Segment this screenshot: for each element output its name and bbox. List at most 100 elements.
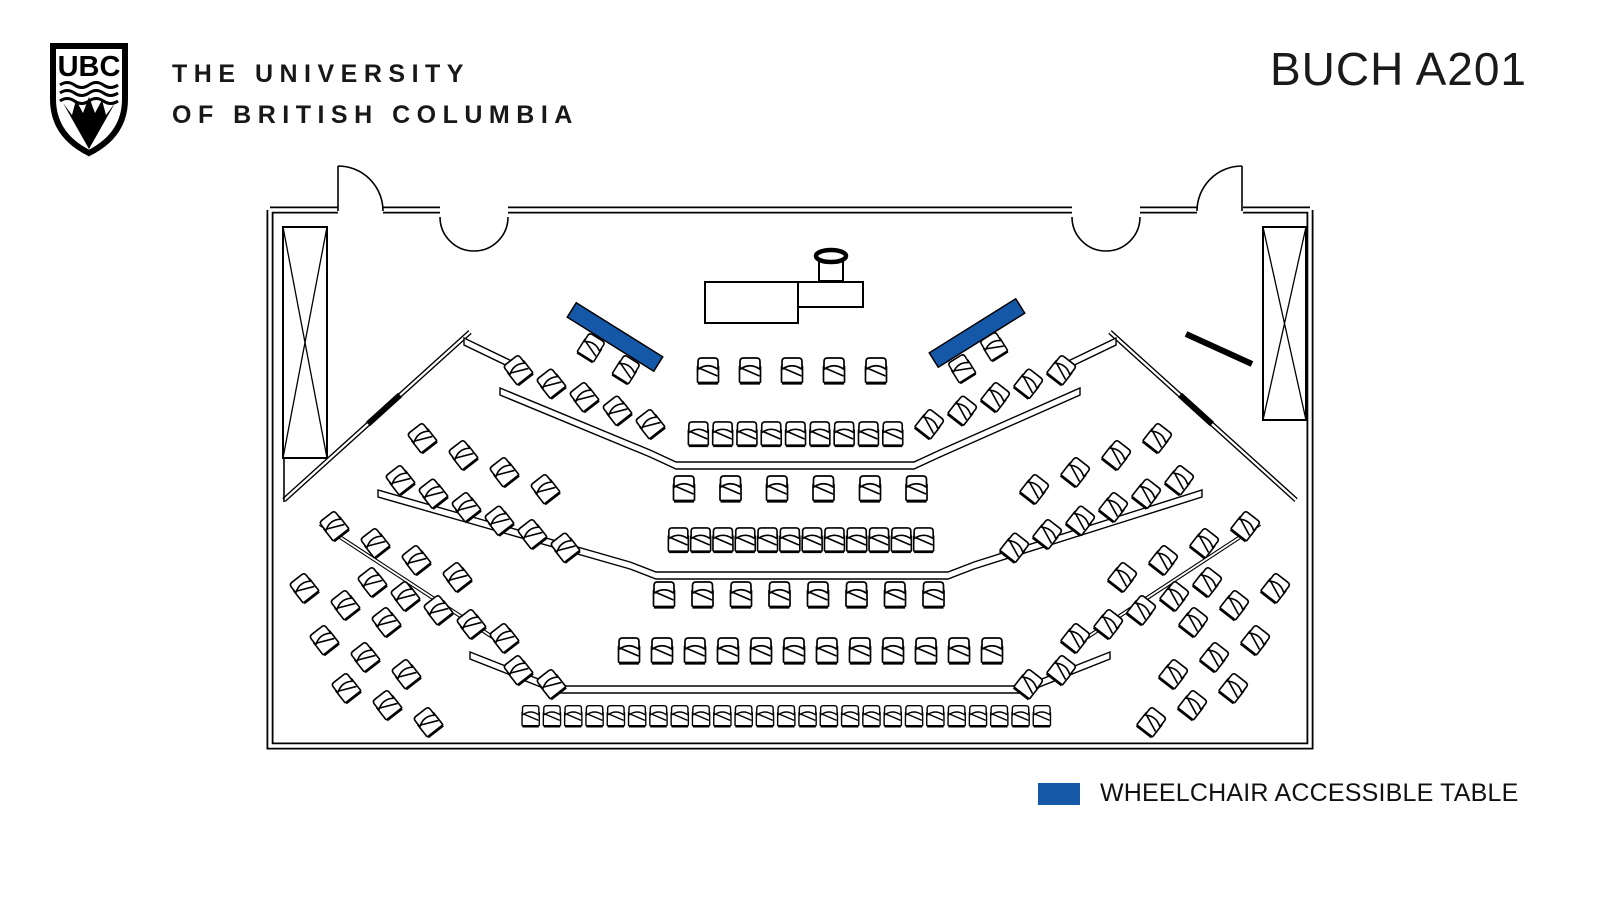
seat: [857, 420, 880, 448]
ledge: [499, 386, 1081, 470]
seat-row-left-6b: [307, 623, 423, 691]
seat: [760, 420, 783, 448]
seat: [1092, 607, 1125, 641]
seat-row-center-4: [667, 526, 935, 554]
seat: [815, 636, 839, 665]
seat: [585, 704, 605, 728]
seat: [718, 474, 743, 503]
wheelchair-accessible-tables: [566, 297, 1026, 386]
seat: [1177, 605, 1210, 639]
seat: [1163, 463, 1196, 497]
seat: [1032, 704, 1052, 728]
wordmark-line2: OF BRITISH COLUMBIA: [172, 101, 579, 129]
seat: [1100, 438, 1133, 472]
ledge: [377, 489, 1203, 580]
university-wordmark: THE UNIVERSITY OF BRITISH COLUMBIA: [172, 54, 579, 136]
seat-row-right-6b: [1157, 623, 1272, 691]
door-swing: [1071, 216, 1107, 252]
shaft-x-brace: [1262, 226, 1307, 421]
seat: [329, 671, 363, 705]
seat: [454, 607, 488, 641]
seat: [798, 704, 818, 728]
seat: [989, 704, 1009, 728]
seat: [606, 704, 626, 728]
seat: [979, 380, 1012, 414]
seat: [355, 565, 389, 599]
seat: [528, 472, 562, 506]
seat: [1191, 565, 1224, 599]
seat: [1012, 667, 1045, 701]
screen-line: [1177, 392, 1215, 427]
seat: [811, 474, 836, 503]
seat: [389, 657, 423, 691]
seat: [383, 463, 417, 497]
seat: [672, 474, 696, 503]
seat: [567, 380, 601, 414]
seat: [1011, 704, 1031, 728]
seat-row-right-4: [1106, 509, 1262, 594]
seat: [844, 580, 869, 609]
seat: [881, 636, 905, 665]
seat: [735, 420, 758, 448]
door-swing: [1196, 165, 1243, 212]
seat: [823, 526, 846, 554]
seat: [534, 366, 568, 401]
seat: [756, 526, 779, 554]
seat: [947, 704, 967, 728]
seat: [317, 509, 351, 543]
seat: [883, 580, 907, 609]
logo-text: UBC: [58, 51, 121, 83]
seat: [487, 455, 521, 489]
seat: [780, 356, 804, 385]
seat: [968, 704, 988, 728]
seat: [806, 580, 830, 609]
door-swing: [473, 216, 509, 252]
seat: [421, 593, 455, 627]
seat: [600, 393, 634, 428]
seat: [1147, 543, 1180, 577]
seat: [716, 636, 740, 665]
seat: [1218, 588, 1251, 622]
doors: [283, 165, 1243, 502]
seat: [690, 580, 715, 609]
seat: [633, 407, 667, 441]
seat: [446, 438, 480, 472]
seat: [1018, 472, 1051, 506]
door-swing: [337, 165, 384, 212]
seat: [370, 688, 404, 722]
seat: [670, 704, 690, 728]
seat: [784, 420, 807, 448]
seat: [542, 704, 562, 728]
seat: [980, 636, 1004, 665]
seat: [819, 704, 839, 728]
seat: [767, 580, 792, 609]
stool-back: [813, 247, 849, 265]
seat: [691, 704, 711, 728]
seat: [749, 636, 773, 665]
wheelchair-table-swatch: [1038, 782, 1080, 805]
seat: [848, 636, 872, 665]
seat: [696, 356, 720, 385]
seat: [904, 474, 929, 503]
seat-row-right-6c: [1135, 671, 1250, 739]
seat: [328, 588, 362, 622]
seat: [868, 526, 891, 554]
seat: [881, 420, 904, 448]
legend-label: WHEELCHAIR ACCESSIBLE TABLE: [1100, 779, 1519, 807]
wordmark-line1: THE UNIVERSITY: [172, 60, 470, 88]
seat: [683, 636, 707, 665]
seat: [778, 526, 801, 554]
seat: [1259, 571, 1292, 605]
seat: [734, 526, 757, 554]
seat: [548, 530, 582, 565]
seat: [808, 420, 831, 448]
seat: [1125, 593, 1158, 627]
door-swing: [1105, 216, 1141, 252]
seat-row-front-center: [696, 356, 888, 385]
seat: [652, 580, 676, 609]
seat-row-center-3: [672, 474, 929, 503]
seat: [712, 704, 732, 728]
seat: [711, 420, 734, 448]
